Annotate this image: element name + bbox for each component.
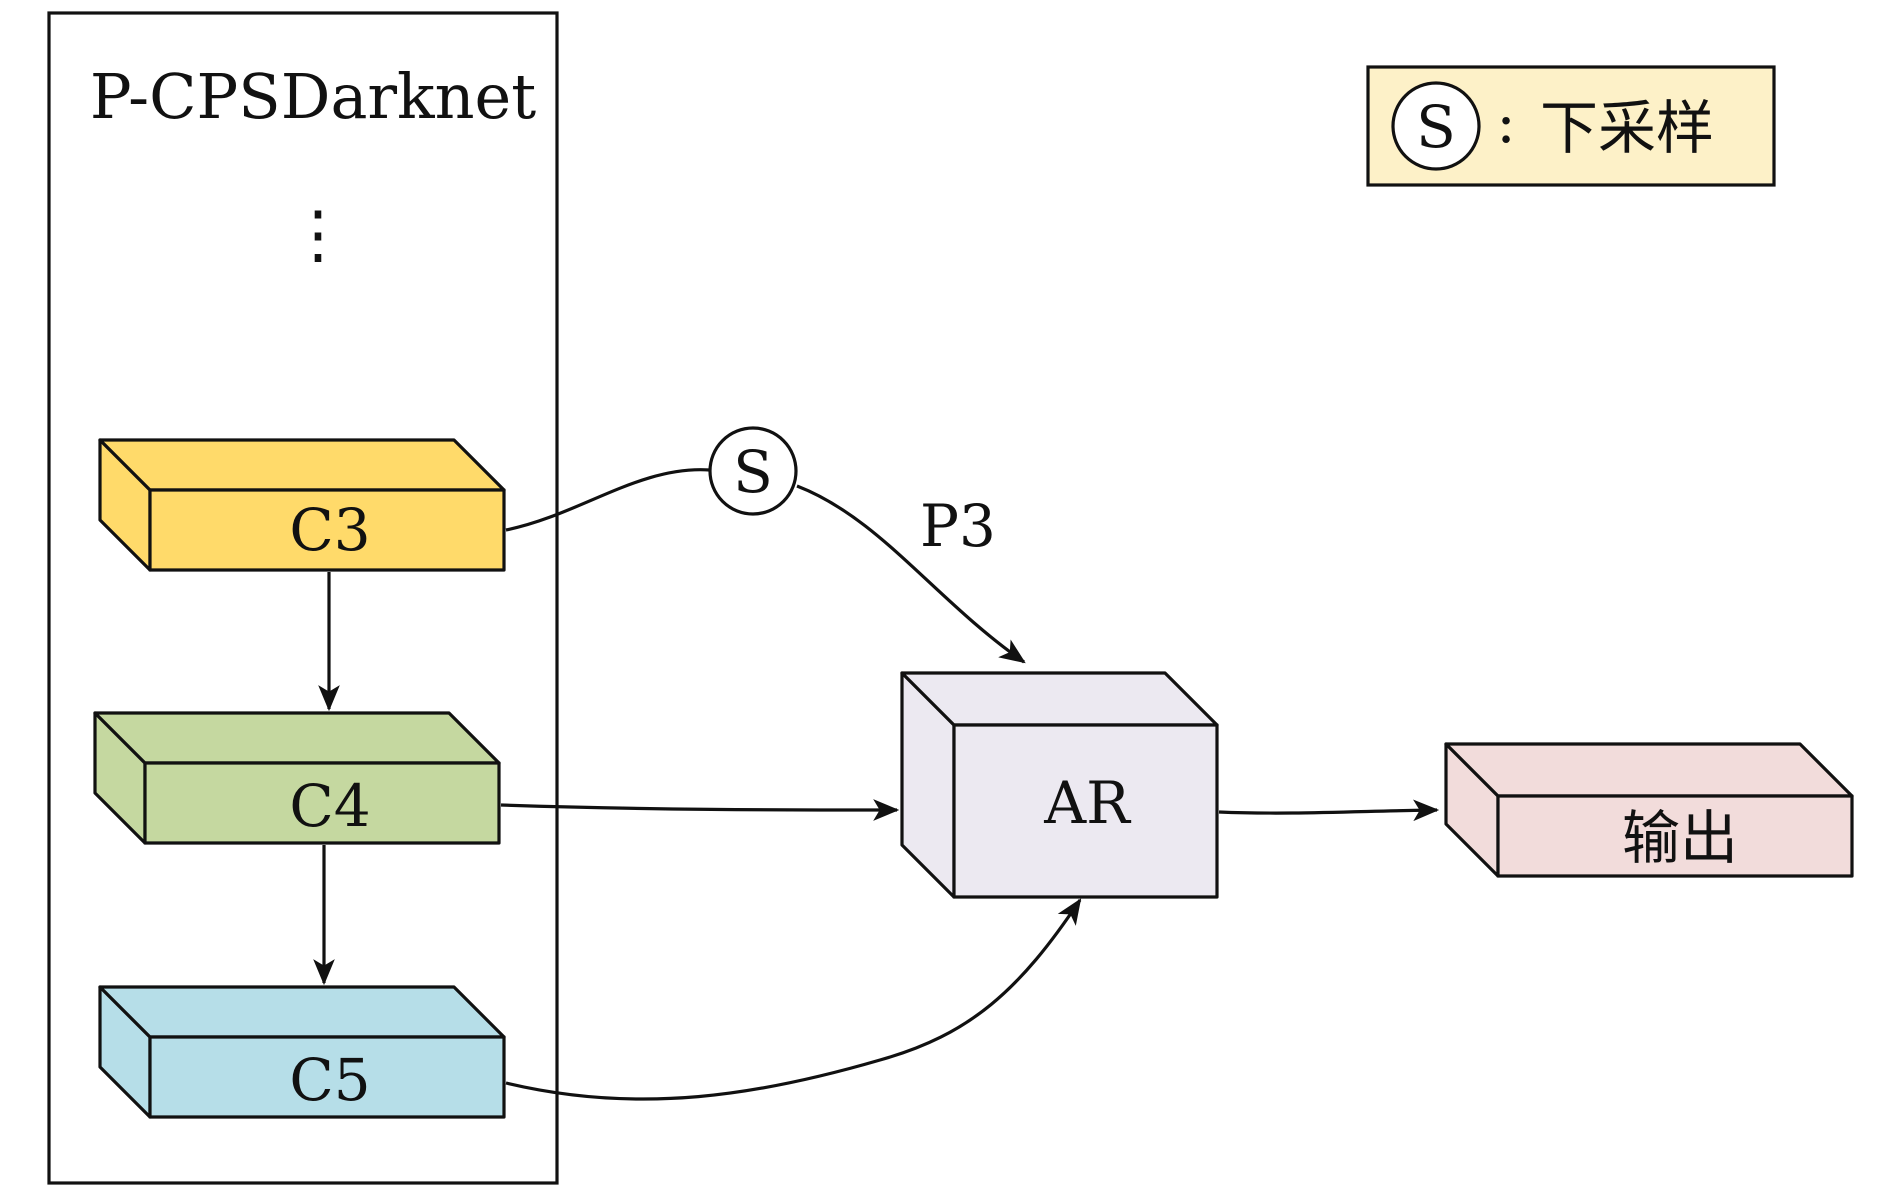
backbone-container: P-CPSDarknet ⋮ [47,11,559,1185]
edge-p3-to-ar [796,484,1026,664]
block-ar: AR [900,671,1219,899]
legend: S : 下采样 [1366,65,1776,187]
edge-c4-to-ar [500,799,900,821]
legend-text: 下采样 [1540,94,1714,162]
legend-downsample-symbol [1391,81,1481,171]
block-c3: C3 [98,438,506,572]
downsample-node: S [708,426,798,516]
block-c3-label: C3 [289,496,370,564]
downsample-node-label: S [733,438,773,506]
edge-c5-to-ar [505,898,1082,1101]
block-output: 输出 [1444,742,1854,878]
block-ar-label: AR [1043,769,1132,837]
block-c5-label: C5 [289,1046,370,1114]
block-c4-label: C4 [289,772,370,840]
edge-label-p3: P3 [920,492,996,560]
block-c5: C5 [98,985,506,1119]
legend-separator: : [1496,88,1516,156]
block-output-label: 输出 [1622,804,1738,872]
legend-symbol-label: S [1416,93,1456,161]
ellipsis-vertical: ⋮ [286,198,350,272]
backbone-title: P-CPSDarknet [90,60,536,133]
block-c4: C4 [93,711,501,845]
edge-c3-to-downsample [505,468,711,532]
edge-ar-to-output [1218,799,1440,822]
